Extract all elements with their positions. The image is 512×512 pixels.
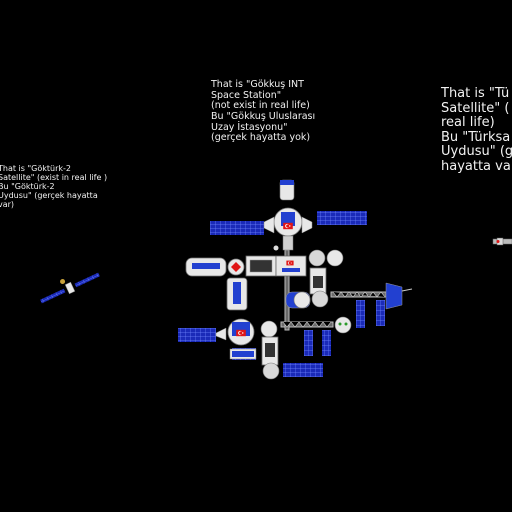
turksat-satellite[interactable] — [492, 237, 512, 246]
satellite-icon — [496, 240, 500, 243]
solar-panel-icon — [304, 330, 313, 356]
solar-panel-icon — [376, 300, 385, 326]
solar-panel-icon — [322, 330, 331, 356]
turkish-flag-icon — [286, 260, 294, 266]
solar-panel-icon — [40, 288, 66, 304]
gokturk-satellite[interactable] — [36, 264, 101, 306]
gokturk-satellite-label: That is "Göktürk-2 Satellite" (exist in … — [0, 164, 108, 209]
solar-panel-icon — [356, 300, 365, 328]
turkish-flag-icon — [283, 222, 293, 230]
solar-panel-icon — [74, 272, 100, 288]
gokkus-station-label: That is "Gökkuş INT Space Station" (not … — [211, 79, 316, 144]
solar-panel-icon — [283, 363, 323, 377]
solar-panel-icon — [178, 328, 216, 342]
gokkus-space-station[interactable] — [178, 179, 413, 380]
turkish-flag-icon — [236, 329, 246, 337]
solar-panel-icon — [210, 221, 264, 235]
solar-panel-icon — [317, 211, 367, 225]
turksat-satellite-label: That is "Tü Satellite" ( real life) Bu "… — [441, 86, 512, 174]
